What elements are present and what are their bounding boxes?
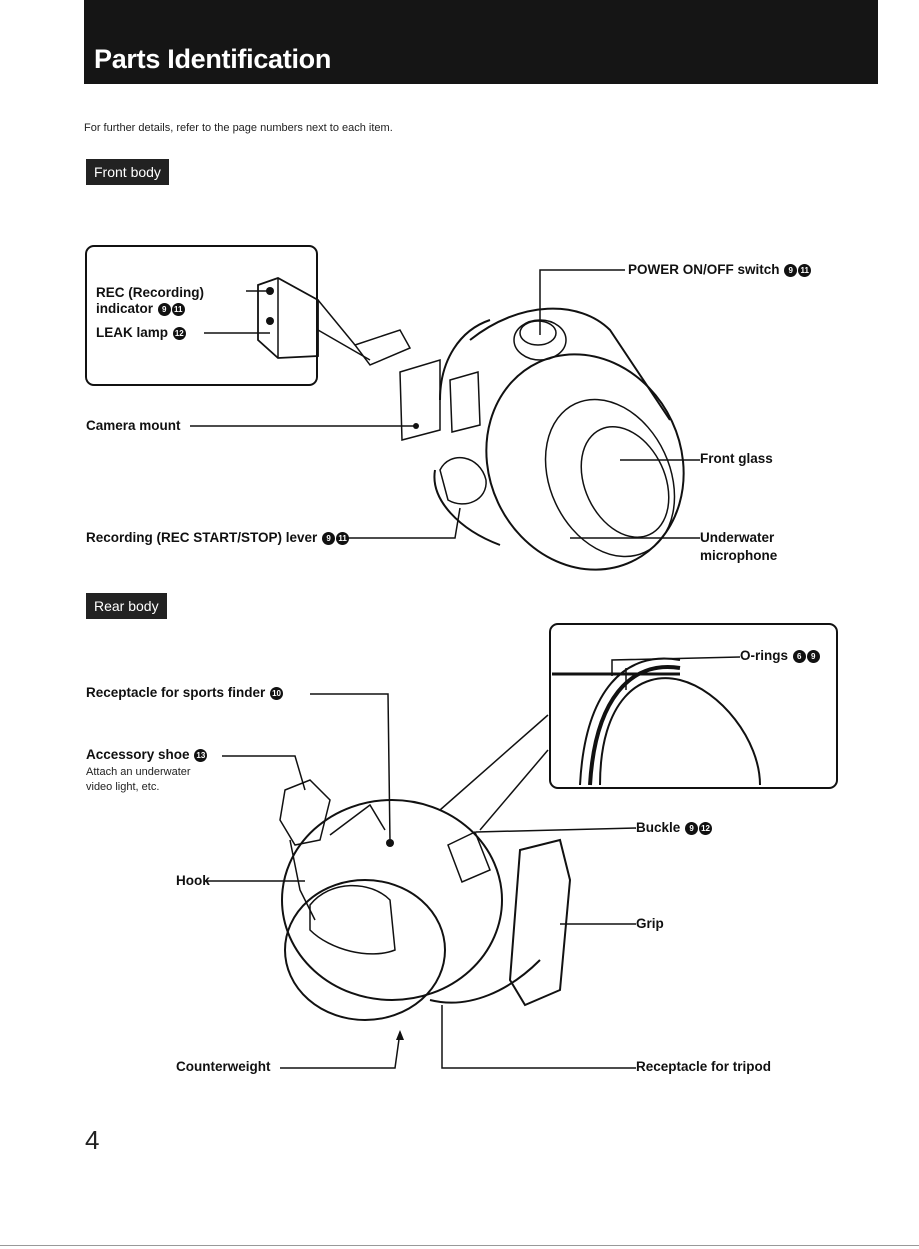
page-ref: 9 xyxy=(806,649,820,663)
accessory-note-1: Attach an underwater xyxy=(86,766,191,778)
page-ref: 10 xyxy=(270,686,284,700)
label-camera-mount: Camera mount xyxy=(86,418,181,433)
label-rec-indicator-line2: indicator xyxy=(96,301,154,316)
page-ref: 6 xyxy=(792,649,806,663)
label-sports-finder-text: Receptacle for sports finder xyxy=(86,685,266,700)
page-header: Parts Identification xyxy=(84,0,878,84)
label-sports-finder: Receptacle for sports finder 10 xyxy=(86,685,284,700)
label-hook: Hook xyxy=(176,873,210,888)
page-ref: 12 xyxy=(699,821,713,835)
label-leak-lamp: LEAK lamp 12 xyxy=(96,325,186,340)
label-rec-indicator-line1: REC (Recording) xyxy=(96,285,204,300)
page-ref: 9 xyxy=(322,531,336,545)
page-number: 4 xyxy=(85,1125,100,1155)
section-tag-front: Front body xyxy=(86,159,169,185)
label-underwater-mic-2: microphone xyxy=(700,548,778,563)
page-ref: 11 xyxy=(336,531,350,545)
page-ref: 9 xyxy=(157,302,171,316)
label-o-rings-text: O-rings xyxy=(740,648,789,663)
page-title: Parts Identification xyxy=(94,44,332,74)
label-leak-lamp-text: LEAK lamp xyxy=(96,325,169,340)
label-power-switch-text: POWER ON/OFF switch xyxy=(628,262,780,277)
label-rec-indicator: REC (Recording) xyxy=(96,285,204,300)
label-tripod: Receptacle for tripod xyxy=(636,1059,772,1074)
label-grip: Grip xyxy=(636,916,664,931)
label-underwater-mic-1: Underwater xyxy=(700,530,775,545)
page-ref: 11 xyxy=(798,263,812,277)
accessory-note-2: video light, etc. xyxy=(86,781,160,793)
label-counterweight: Counterweight xyxy=(176,1059,271,1074)
intro-text: For further details, refer to the page n… xyxy=(84,122,393,134)
page-ref: 11 xyxy=(171,302,185,316)
label-front-glass: Front glass xyxy=(700,451,773,466)
label-accessory-shoe-text: Accessory shoe xyxy=(86,747,190,762)
label-buckle-text: Buckle xyxy=(636,820,681,835)
page-ref: 9 xyxy=(784,263,798,277)
page-ref: 9 xyxy=(685,821,699,835)
label-rec-lever-text: Recording (REC START/STOP) lever xyxy=(86,530,318,545)
label-accessory-shoe: Accessory shoe 13 xyxy=(86,747,208,762)
section-tag-rear: Rear body xyxy=(86,593,167,619)
bottom-rule xyxy=(0,1245,919,1246)
page-ref: 13 xyxy=(194,748,208,762)
page-ref: 12 xyxy=(172,326,186,340)
